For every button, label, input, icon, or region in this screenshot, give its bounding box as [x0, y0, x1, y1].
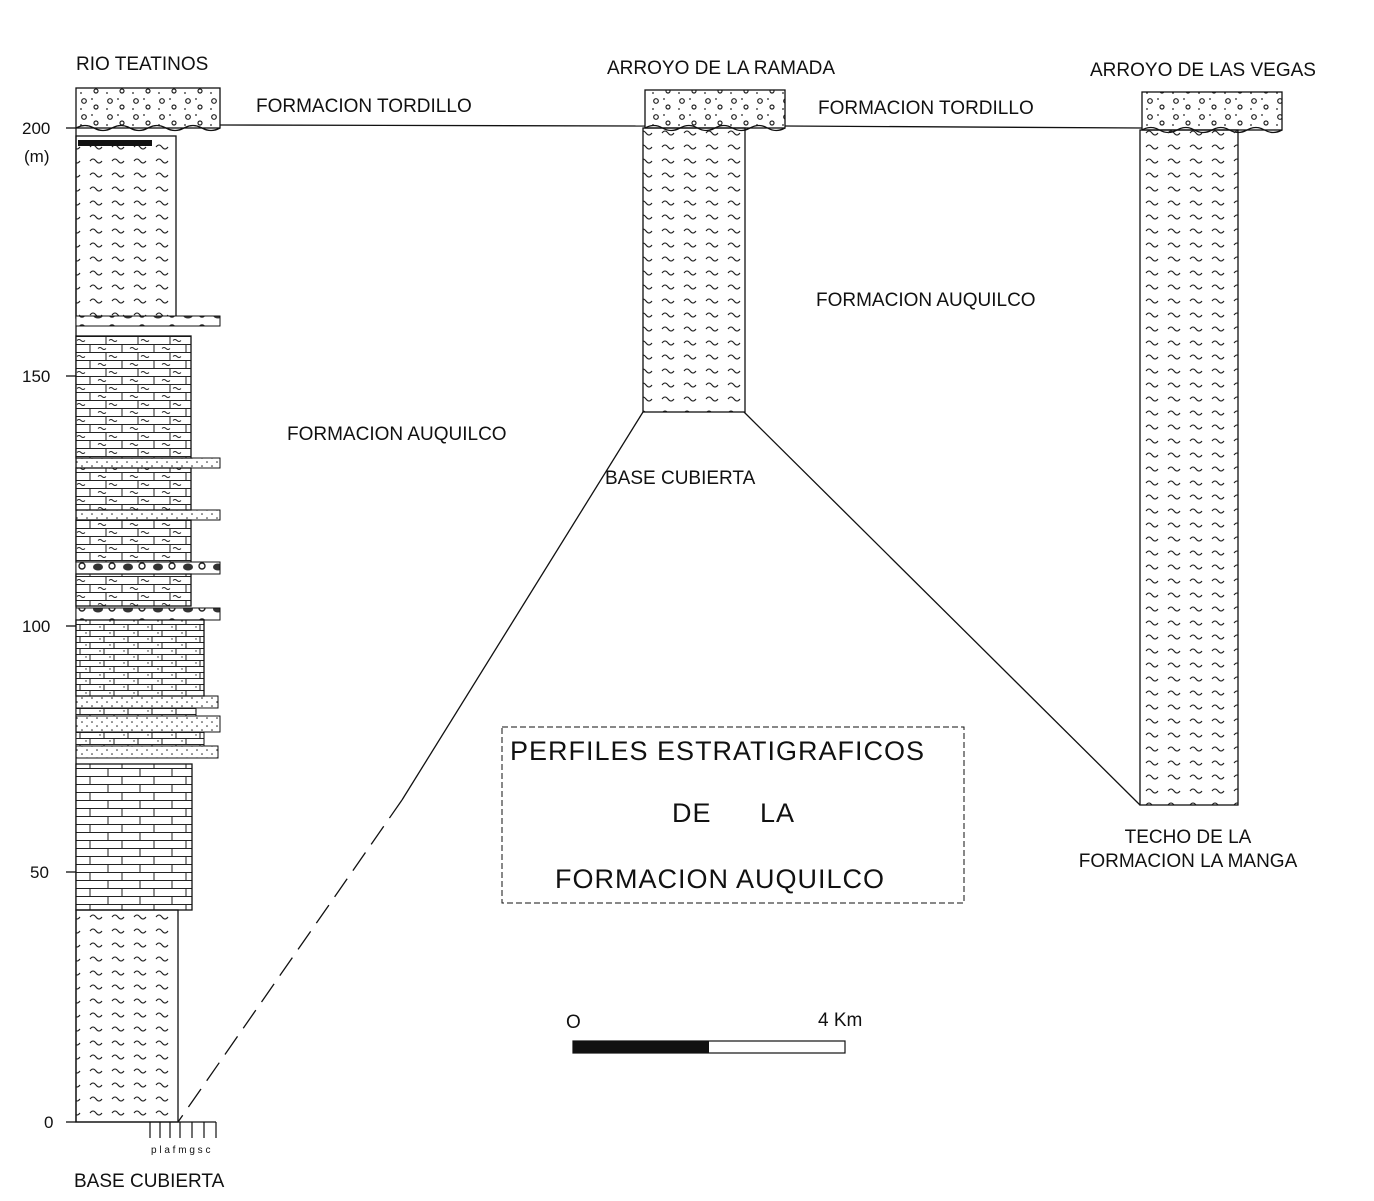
label-formacion-tordillo-left: FORMACION TORDILLO: [256, 96, 472, 117]
scale-bar-start-label: O: [566, 1012, 581, 1033]
thickness-scale-axis: 200 (m) 150 100 50 0: [22, 119, 77, 1132]
title-line-3: FORMACION AUQUILCO: [555, 864, 885, 894]
section-rio-teatinos: p l a f m g s c: [75, 87, 221, 1156]
tick-100: 100: [22, 617, 50, 636]
title-line-2-la: LA: [760, 798, 795, 828]
label-base-cubierta-middle: BASE CUBIERTA: [605, 468, 756, 489]
column-title-arroyo-vegas: ARROYO DE LAS VEGAS: [1090, 60, 1316, 81]
tick-200: 200: [22, 119, 50, 138]
tick-150: 150: [22, 367, 50, 386]
label-formacion-tordillo-right: FORMACION TORDILLO: [818, 98, 1034, 119]
scale-bar-end-label: 4 Km: [818, 1010, 862, 1031]
title-line-1: PERFILES ESTRATIGRAFICOS: [510, 736, 925, 766]
label-base-cubierta-left: BASE CUBIERTA: [74, 1171, 225, 1192]
label-formacion-auquilco-upper: FORMACION AUQUILCO: [816, 290, 1036, 311]
correlation-lines: [177, 124, 1143, 1123]
label-techo-la-manga-line2: FORMACION LA MANGA: [1079, 851, 1298, 872]
grain-size-scale: [76, 1121, 217, 1138]
column-title-arroyo-ramada: ARROYO DE LA RAMADA: [607, 58, 835, 79]
title-line-2-de: DE: [672, 798, 712, 828]
tick-50: 50: [30, 863, 49, 882]
tick-0: 0: [44, 1113, 53, 1132]
section-arroyo-vegas: [1139, 91, 1283, 806]
title-box: PERFILES ESTRATIGRAFICOS DE LA FORMACION…: [501, 726, 965, 904]
axis-unit: (m): [24, 147, 49, 166]
distance-scale-bar: O 4 Km: [566, 1010, 862, 1054]
label-formacion-auquilco-left: FORMACION AUQUILCO: [287, 424, 507, 445]
column-title-rio-teatinos: RIO TEATINOS: [76, 54, 208, 75]
grain-size-labels: p l a f m g s c: [151, 1145, 210, 1156]
section-arroyo-ramada: [642, 89, 786, 413]
label-techo-la-manga-line1: TECHO DE LA: [1125, 827, 1252, 848]
